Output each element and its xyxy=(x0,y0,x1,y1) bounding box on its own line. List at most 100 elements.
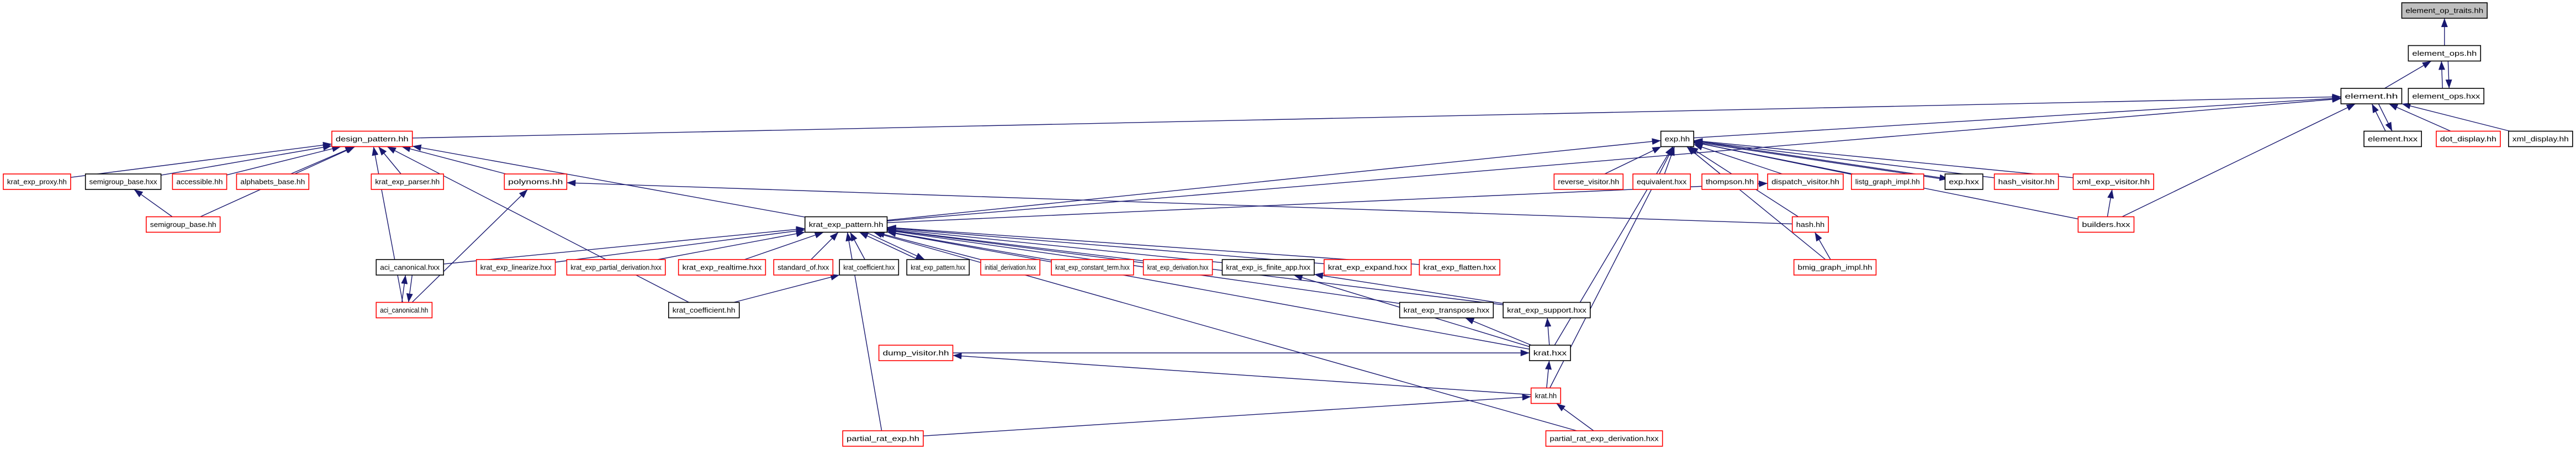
include-edge xyxy=(443,226,805,265)
file-node[interactable]: krat_exp_realtime.hxx xyxy=(678,259,766,276)
node-label: krat_exp_realtime.hxx xyxy=(683,263,762,272)
node-box xyxy=(1632,173,1691,190)
file-node[interactable]: krat_exp_partial_derivation.hxx xyxy=(566,259,666,276)
node-label: hash_visitor.hh xyxy=(1998,178,2055,186)
node-box xyxy=(839,259,900,276)
node-label: krat_exp_transpose.hxx xyxy=(1404,306,1490,314)
include-edge xyxy=(1697,141,1949,181)
node-label: krat.hxx xyxy=(1533,349,1567,357)
node-label: element_op_traits.hh xyxy=(2405,7,2483,15)
file-node[interactable]: dot_display.hh xyxy=(2436,130,2501,147)
node-box xyxy=(980,259,1040,276)
file-node[interactable]: semigroup_base.hh xyxy=(145,216,221,233)
file-node[interactable]: krat_exp_pattern.hxx xyxy=(906,259,970,276)
include-edge xyxy=(887,180,1768,223)
file-node[interactable]: aci_canonical.hxx xyxy=(375,259,445,276)
file-node[interactable]: partial_rat_exp_derivation.hxx xyxy=(1545,430,1663,447)
node-label: element.hh xyxy=(2345,92,2398,101)
file-node[interactable]: element.hh xyxy=(2340,88,2403,104)
include-edge xyxy=(1604,146,1662,175)
file-node[interactable]: xml_exp_visitor.hh xyxy=(2072,173,2155,190)
file-node[interactable]: krat_exp_linearize.hxx xyxy=(475,259,556,276)
node-label: krat_exp_pattern.hxx xyxy=(911,263,965,272)
include-edge xyxy=(2107,189,2114,217)
include-edge xyxy=(387,146,689,303)
file-node[interactable]: krat_exp_is_finite_app.hxx xyxy=(1221,259,1315,276)
file-node[interactable]: krat_exp_derivation.hxx xyxy=(1142,259,1213,276)
file-node[interactable]: initial_derivation.hxx xyxy=(980,259,1040,276)
file-node[interactable]: polynoms.hh xyxy=(504,173,568,190)
include-edge xyxy=(1314,272,1504,304)
node-label: xml_exp_visitor.hh xyxy=(2077,178,2150,186)
file-node[interactable]: krat_exp_transpose.hxx xyxy=(1399,302,1494,319)
include-edge xyxy=(1690,139,1942,179)
file-node[interactable]: standard_of.hxx xyxy=(773,259,834,276)
file-node[interactable]: aci_canonical.hh xyxy=(375,302,433,319)
file-node[interactable]: dump_visitor.hh xyxy=(878,345,954,361)
file-node[interactable]: dispatch_visitor.hh xyxy=(1767,173,1844,190)
node-box xyxy=(375,302,433,319)
node-label: krat_exp_constant_term.hxx xyxy=(1055,263,1130,272)
file-node[interactable]: builders.hxx xyxy=(2077,216,2135,233)
include-edge xyxy=(2438,61,2445,89)
include-edge xyxy=(887,228,1144,263)
file-node[interactable]: accessible.hh xyxy=(172,173,228,190)
file-node[interactable]: krat_exp_expand.hxx xyxy=(1324,259,1412,276)
node-label: krat_coefficient.hxx xyxy=(843,263,895,272)
file-node[interactable]: krat_coefficient.hxx xyxy=(839,259,900,276)
file-node[interactable]: krat_coefficient.hh xyxy=(668,302,740,319)
file-node[interactable]: design_pattern.hh xyxy=(331,130,413,147)
file-node[interactable]: listg_graph_impl.hh xyxy=(1851,173,1924,190)
node-label: krat_exp_pattern.hh xyxy=(809,220,884,229)
file-node[interactable]: semigroup_base.hxx xyxy=(84,173,162,190)
include-edge xyxy=(2388,103,2451,132)
node-label: equivalent.hxx xyxy=(1637,178,1687,186)
include-edge xyxy=(1465,317,1532,346)
file-node[interactable]: krat_exp_parser.hh xyxy=(371,173,445,190)
file-node[interactable]: alphabets_base.hh xyxy=(236,173,310,190)
node-label: alphabets_base.hh xyxy=(240,178,305,186)
node-box xyxy=(236,173,310,190)
node-label: element_ops.hh xyxy=(2412,49,2477,57)
include-edge xyxy=(1814,232,1831,260)
file-node[interactable]: partial_rat_exp.hh xyxy=(842,430,924,447)
file-node[interactable]: hash_visitor.hh xyxy=(1993,173,2059,190)
node-label: aci_canonical.hh xyxy=(380,306,428,314)
file-node[interactable]: element.hxx xyxy=(2363,130,2422,147)
include-edge xyxy=(567,179,1792,225)
file-node[interactable]: hash.hh xyxy=(1791,216,1829,233)
node-box xyxy=(84,173,162,190)
file-node[interactable]: xml_display.hh xyxy=(2508,130,2573,147)
node-box xyxy=(145,216,221,233)
file-node[interactable]: exp.hh xyxy=(1660,130,1695,147)
node-box xyxy=(804,216,888,233)
file-node[interactable]: equivalent.hxx xyxy=(1632,173,1691,190)
file-node[interactable]: exp.hxx xyxy=(1944,173,1983,190)
node-label: element.hxx xyxy=(2368,135,2418,143)
file-node[interactable]: krat_exp_constant_term.hxx xyxy=(1051,259,1134,276)
file-node[interactable]: krat_exp_flatten.hxx xyxy=(1419,259,1500,276)
file-node[interactable]: element_ops.hh xyxy=(2408,45,2482,62)
file-node[interactable]: krat_exp_support.hxx xyxy=(1503,302,1591,319)
file-node[interactable]: krat.hxx xyxy=(1528,345,1571,361)
include-edge xyxy=(2384,60,2432,89)
include-edge xyxy=(1694,95,2341,139)
node-label: listg_graph_impl.hh xyxy=(1855,178,1920,186)
node-label: dump_visitor.hh xyxy=(883,349,949,357)
node-box xyxy=(1701,173,1759,190)
file-node[interactable]: element_ops.hxx xyxy=(2408,88,2485,104)
node-label: semigroup_base.hxx xyxy=(89,178,157,186)
include-edge xyxy=(161,144,332,176)
node-box xyxy=(172,173,228,190)
file-node[interactable]: krat_exp_proxy.hh xyxy=(3,173,71,190)
file-node[interactable]: thompson.hh xyxy=(1701,173,1759,190)
node-label: aci_canonical.hxx xyxy=(380,263,440,272)
file-node[interactable]: krat_exp_pattern.hh xyxy=(804,216,888,233)
include-edge xyxy=(2122,103,2356,218)
file-node[interactable]: reverse_visitor.hh xyxy=(1553,173,1624,190)
file-node[interactable]: krat.hh xyxy=(1530,387,1562,404)
node-label: krat_exp_flatten.hxx xyxy=(1423,263,1496,272)
include-edge xyxy=(290,146,355,175)
file-node[interactable]: bmig_graph_impl.hh xyxy=(1793,259,1877,276)
